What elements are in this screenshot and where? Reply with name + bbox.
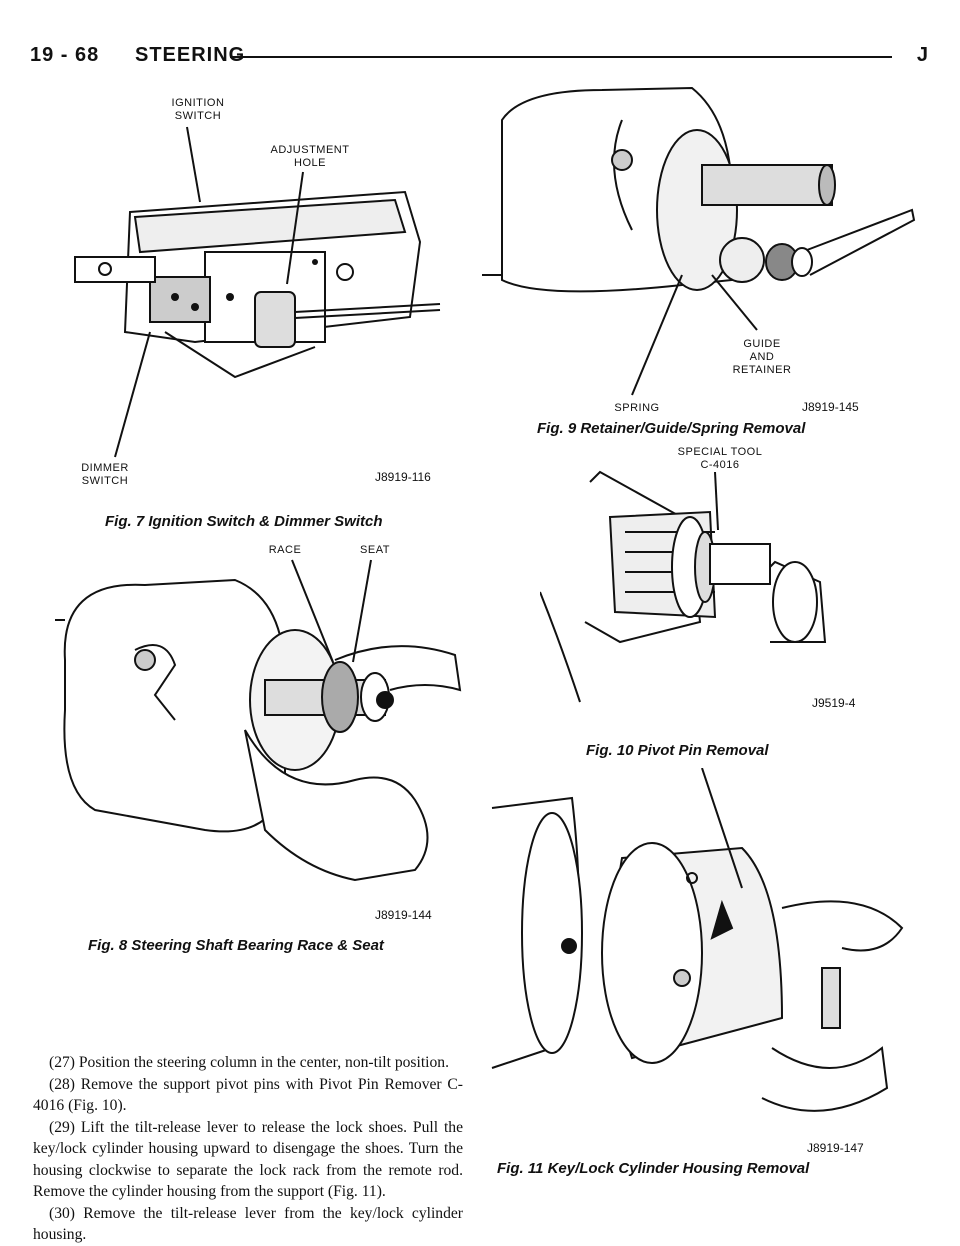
- adjustment-hole-label: ADJUSTMENT HOLE: [270, 144, 350, 169]
- fig10-illustration: SPECIAL TOOL C-4016 J9519-4: [540, 442, 900, 732]
- fig8-caption: Fig. 8 Steering Shaft Bearing Race & Sea…: [88, 937, 384, 954]
- fig8-code: J8919-144: [375, 908, 432, 922]
- fig11-code: J8919-147: [807, 1141, 864, 1155]
- step-29: (29) Lift the tilt-release lever to rele…: [33, 1118, 463, 1201]
- race-label: RACE: [268, 544, 302, 556]
- fig7-illustration: IGNITION SWITCH ADJUSTMENT HOLE DIMMER S…: [55, 92, 475, 502]
- guide-and-retainer-label: GUIDE AND RETAINER: [732, 338, 792, 376]
- step-27: (27) Position the steering column in the…: [49, 1054, 449, 1071]
- fig10-caption: Fig. 10 Pivot Pin Removal: [586, 742, 769, 759]
- spring-label: SPRING: [614, 402, 660, 414]
- step-30: (30) Remove the tilt-release lever from …: [33, 1204, 463, 1244]
- seat-label: SEAT: [360, 544, 390, 556]
- fig10-code: J9519-4: [812, 696, 856, 710]
- page-header: 19 - 68 STEERING J: [30, 44, 928, 74]
- bearing-race-seat-drawing: [55, 559, 462, 882]
- pivot-pin-removal-drawing: [540, 470, 827, 703]
- page-number: 19 - 68: [30, 44, 100, 66]
- fig7-code: J8919-116: [375, 470, 431, 484]
- ignition-dimmer-switch-drawing: [74, 126, 441, 458]
- fig7-caption: Fig. 7 Ignition Switch & Dimmer Switch: [105, 513, 383, 530]
- fig8-illustration: RACE SEAT J8919-144: [55, 540, 470, 932]
- key-lock-cylinder-housing-drawing: [491, 768, 904, 1112]
- header-letter: J: [916, 44, 928, 66]
- fig9-code: J8919-145: [802, 400, 859, 414]
- special-tool-label: SPECIAL TOOL C-4016: [677, 446, 763, 471]
- header-rule: [230, 56, 892, 58]
- body-text: (27) Position the steering column in the…: [33, 1052, 463, 1246]
- dimmer-switch-label: DIMMER SWITCH: [81, 462, 129, 487]
- fig11-illustration: J8919-147: [482, 768, 922, 1158]
- fig11-caption: Fig. 11 Key/Lock Cylinder Housing Remova…: [497, 1160, 810, 1177]
- step-28: (28) Remove the support pivot pins with …: [33, 1075, 463, 1115]
- retainer-guide-spring-drawing: [482, 86, 916, 396]
- fig9-illustration: GUIDE AND RETAINER SPRING J8919-145: [482, 80, 922, 420]
- ignition-switch-label: IGNITION SWITCH: [171, 97, 225, 122]
- section-title: STEERING: [135, 44, 246, 66]
- fig9-caption: Fig. 9 Retainer/Guide/Spring Removal: [537, 420, 806, 437]
